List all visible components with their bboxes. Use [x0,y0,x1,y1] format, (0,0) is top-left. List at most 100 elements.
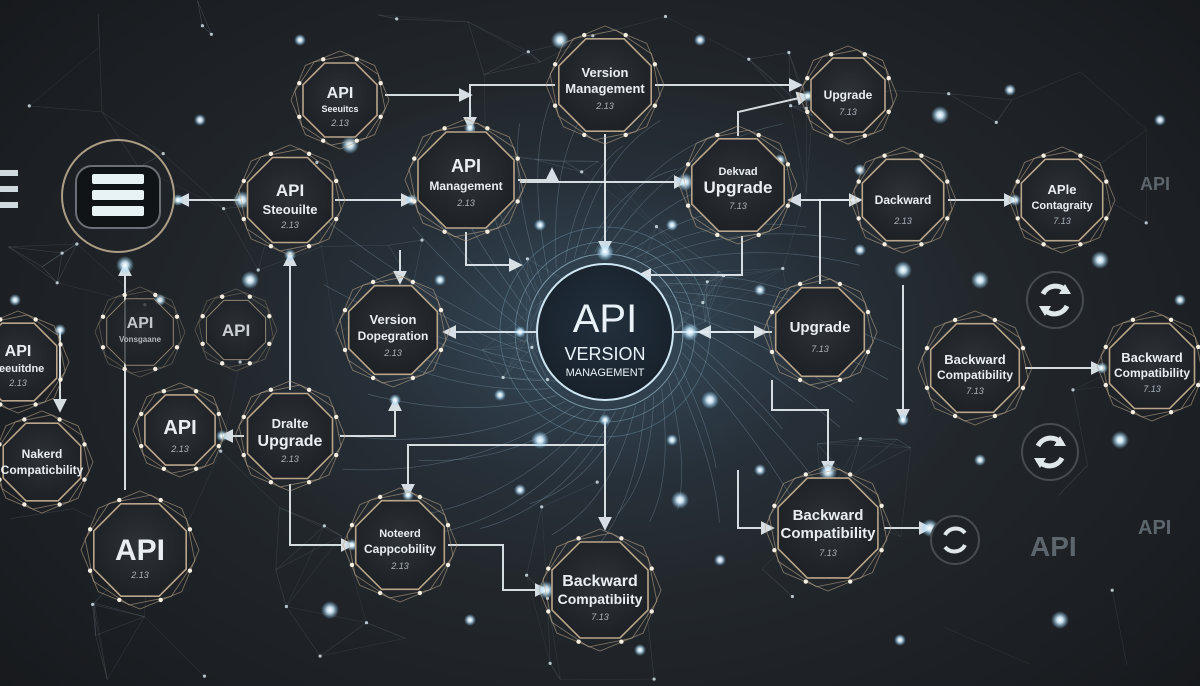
node-version-management-top[interactable]: Version Management 2.13 [545,25,665,145]
web-line [275,507,280,570]
node-api-steouilte[interactable]: API Steouilte 2.13 [234,144,346,256]
node-label: Steouilte [263,202,318,217]
node-backward-compatibility-bottom[interactable]: Backward Compatibiity 7.13 [538,528,662,652]
node-dekvad-upgrade[interactable]: Dekvad Upgrade 7.13 [678,125,798,245]
node-api-bottom-left[interactable]: API 2.13 [80,490,200,610]
glow-dot [514,484,526,496]
node-label: Upgrade [704,178,773,197]
web-line [948,93,1012,101]
web-line [279,507,325,527]
web-line [275,535,342,571]
web-dot [161,152,165,156]
web-dot [501,375,505,380]
web-line [502,347,533,378]
hub-ray [583,168,677,255]
web-dot [701,301,705,305]
node-vertex-dot [582,132,587,138]
node-ring [80,490,200,610]
node-vertex-dot [1168,317,1174,322]
node-upgrade-top-right[interactable]: Upgrade 7.13 [798,45,898,145]
hub-ray [529,409,627,505]
connector-arrow [465,232,523,272]
web-dot [787,50,791,55]
node-version: 7.13 [1053,216,1071,226]
web-line [482,339,526,351]
node-noteerd-cappcobility[interactable]: Noteerd Cappcobility 2.13 [342,487,458,603]
node-dackward[interactable]: Dackward 2.13 [849,146,957,254]
node-vertex-dot [87,527,93,532]
hub-ray [551,405,636,536]
web-line [92,604,108,680]
web-line [377,14,469,23]
node-backward-compatibility-bottom-right[interactable]: Backward Compatibility 7.13 [764,464,892,592]
node-api-small[interactable]: API [194,288,278,372]
hub-ray [644,233,846,264]
web-line [94,602,108,680]
node-vertex-dot [410,279,416,285]
web-dot [209,32,213,36]
hub-ray [537,100,552,276]
web-line [525,301,542,341]
web-line [388,239,423,246]
node-api-seeuitcs[interactable]: API Seeuitcs 2.13 [290,50,390,150]
node-vertex-dot [82,442,87,447]
node-ring [342,487,458,603]
node-vertex-dot [342,347,348,353]
web-line [286,535,342,607]
node-label: API [115,534,165,567]
node-ring [762,274,878,390]
node-version-dopegration[interactable]: Version Dopegration 2.13 [335,272,451,388]
node-vertex-dot [837,281,843,287]
node-vertex-dot [882,242,887,247]
node-dralte-upgrade[interactable]: Dralte Upgrade 2.13 [234,380,346,492]
connector-arrow [771,380,835,475]
web-line [790,105,807,193]
web-line [817,443,911,449]
web-line [467,21,485,75]
web-line [366,622,406,639]
node-aple-contagraity[interactable]: APle Contagraity 7.13 [1008,146,1116,254]
node-vertex-dot [652,103,658,108]
web-line [528,51,541,63]
node-api-left-mid[interactable]: API 2.13 [132,382,228,478]
hub-ray [412,226,526,333]
node-api-seeuitdne[interactable]: API Seeuitdne 2.13 [0,310,70,414]
connector-arrow [340,397,402,437]
node-api-management[interactable]: API Management 2.13 [404,118,528,242]
node-ring [1096,310,1200,422]
web-line [95,635,108,680]
bars-icon [0,170,18,208]
node-vertex-dot [919,242,924,247]
node-backward-compatibility-right-b[interactable]: Backward Compatibility 7.13 [1096,310,1200,422]
node-backward-compatibility-right-a[interactable]: Backward Compatibility 7.13 [917,310,1033,426]
node-vertex-dot [216,443,221,449]
web-dot [652,677,656,681]
glow-dot [402,489,414,501]
node-vertex-dot [862,133,867,138]
node-vertex-dot [306,151,312,156]
node-label: API [127,315,154,332]
web-line [581,171,657,227]
node-version: 7.13 [839,107,857,117]
node-nakerd-compaticbility[interactable]: Nakerd Compaticbility [0,410,94,514]
node-ring [0,410,94,514]
node-vertex-dot [837,377,843,383]
web-line [10,508,73,520]
node-vertex-dot [306,480,312,485]
node-api-vonsgaane[interactable]: API Vonsgaane [94,286,186,378]
glow-dot [599,414,611,426]
node-vertex-dot [158,497,163,503]
node-upgrade-mid-right[interactable]: Upgrade 7.13 [762,274,878,390]
node-label: API [163,417,196,439]
web-dot [722,274,726,278]
node-vertex-dot [882,153,887,158]
node-vertex-dot [862,52,867,57]
web-line [525,339,548,380]
glow-dot [537,581,555,599]
web-line [564,161,599,163]
web-line [790,105,807,109]
node-vertex-dot [442,126,447,131]
glow-dot [216,430,228,442]
node-label: Version [370,312,417,327]
hub-node[interactable]: API VERSION MANAGEMENT [499,226,711,438]
